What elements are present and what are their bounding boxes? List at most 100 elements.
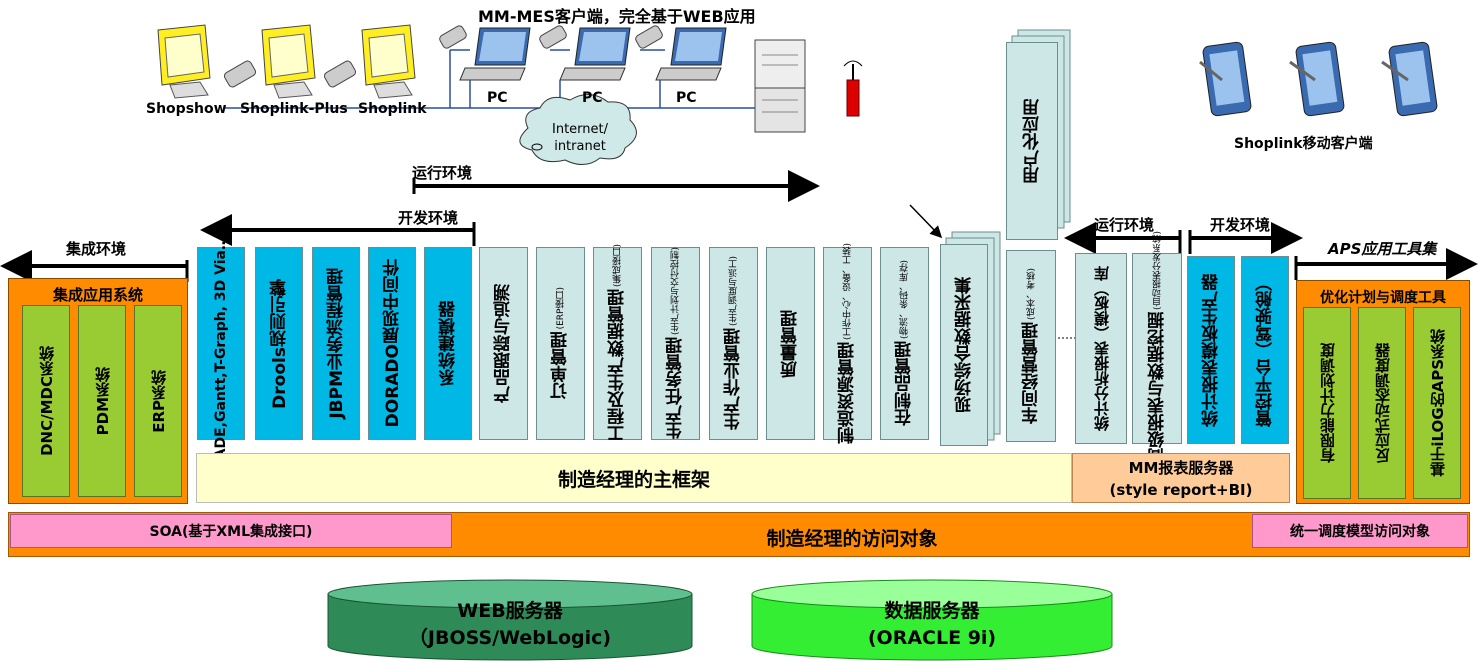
module-sublabel: (工作中心、设备、工装) [843,242,853,341]
module-sublabel: (成本、考核) [1026,267,1037,321]
dev-tool-label: JADE,Gantt,T-Graph, 3D Via…… [213,222,229,465]
unified-access-box: 统一调度模型访问对象 [1252,514,1468,548]
dev-tool-jade: JADE,Gantt,T-Graph, 3D Via…… [197,222,245,465]
shoplink-plus-label: Shoplink-Plus [240,101,348,117]
module-label: 生产任务管理 [666,337,686,440]
access-main-box: 制造经理的访问对象 [452,520,1252,554]
report-server-line2: (style report+BI) [1109,481,1253,499]
mobile-tablet-icon-3 [1381,41,1438,117]
module-label: 订单管理 [551,331,571,400]
module-field-data-collection: 现场综合数据采集 [940,244,988,446]
db-server-line1: 数据服务器 [884,600,980,622]
module-sublabel: (生产计划与交付控制) [671,247,681,336]
module-label: 统计分析报表（模板）库 [1092,266,1111,431]
client-title: MM-MES客户端，完全基于WEB应用 [478,7,756,26]
module-label: 工程及生产数据管理 [608,289,628,443]
dev-env-label: 开发环境 [398,209,459,227]
integration-item-erp: ERP系统 [134,305,182,497]
shoplink-plus-monitor-icon [223,24,316,99]
integration-item-dnc: DNC/MDC系统 [22,305,70,497]
module-label: 现场综合数据采集 [954,277,975,413]
aps-item-label: 反应式动态调度器 [1373,343,1392,463]
dev-arrow [200,214,476,246]
access-main-label: 制造经理的访问对象 [766,527,938,550]
aps-item-finite-capacity: 有限能力计划调度 [1303,307,1351,499]
module-user-app: 用户化应用 [1006,42,1058,240]
pc-label-2: PC [582,90,603,106]
shoplink-monitor-icon [323,24,416,99]
module-label: 产品跟踪与追溯 [494,284,514,403]
integration-item-label: ERP系统 [149,369,168,433]
mobile-client-label: Shoplink移动客户端 [1234,136,1373,152]
module-label: 用户化应用 [1022,98,1043,184]
dev-env-right-label: 开发环境 [1210,216,1271,234]
integration-env-label: 集成环境 [66,240,127,258]
module-sublabel: (生产调度与派工) [729,256,739,327]
runtime-right-arrow [1064,222,1182,254]
module-label: 车间经营管理 [1021,322,1042,425]
server-tower-icon [754,39,806,133]
dev-tool-jbpm: JBPM业务流程管理 [312,247,360,440]
module-label: 在制品管理 [895,341,915,427]
dev-tool-drools: Drools规则引擎 [255,247,303,440]
mobile-tablet-icon-2 [1289,41,1345,117]
runtime-arrow [412,170,820,202]
db-server-label: 数据服务器 (ORACLE 9i) [752,598,1112,652]
internet-line1: Internet/ [552,122,608,137]
unified-access-label: 统一调度模型访问对象 [1290,524,1430,540]
pc-laptop-icon-3 [635,25,727,81]
internet-label: Internet/ intranet [548,121,612,155]
module-production-operation: 生产作业管理(生产调度与派工) [709,247,758,440]
pointer-arrow [909,204,943,239]
module-resource-mgmt: 制造资源管理(工作中心、设备、工装) [823,243,872,444]
aps-title: 优化计划与调度工具 [1320,290,1446,306]
pc-laptop-icon-1 [439,25,531,81]
dev-right-arrow [1188,222,1303,254]
antenna-icon [843,60,863,117]
dev-tool-dorado: DORADO展现中间件 [368,247,416,440]
module-report-generator: 统计报表模板生产器 [1187,256,1235,444]
module-label: 生产作业管理 [724,328,744,431]
module-label: 质量管理 [781,309,801,378]
pc-label-3: PC [676,90,697,106]
web-server-cylinder [327,579,693,661]
db-server-cylinder [751,579,1113,661]
module-sublabel: (物流、条码、库存) [900,260,910,340]
dev-tool-label: 系统建模器 [438,301,459,386]
integration-item-label: DNC/MDC系统 [37,346,56,456]
aps-arrow [1294,248,1478,280]
module-order-mgmt: 订单管理(ERP接口) [536,247,585,440]
module-label: 管控平台（驾驶舱） [1255,273,1276,427]
runtime-env-right-label: 运行环境 [1094,216,1155,234]
module-product-tracking: 产品跟踪与追溯 [479,247,528,440]
aps-item-label: 有限能力计划调度 [1318,343,1337,463]
web-server-line2: （JBOSS/WebLogic) [408,627,612,649]
module-workshop-mgmt: 车间经营管理(成本、考核) [1006,250,1056,442]
db-server-line2: (ORACLE 9i) [867,627,997,649]
web-server-label: WEB服务器 （JBOSS/WebLogic) [328,598,692,652]
module-label: 统计报表模板生产器 [1201,273,1222,427]
module-engineering-data: 工程及生产数据管理(集成接口) [593,244,642,443]
aps-item-ilog: 基于iLOG的APS系统 [1413,307,1461,499]
soa-label: SOA(基于XML集成接口) [149,524,313,540]
module-advanced-report: 高级报表与数据挖掘(自动报表分发系统) [1132,231,1182,466]
module-wip-mgmt: 在制品管理(物流、条码、库存) [880,247,929,440]
module-sublabel: (ERP接口) [556,287,566,330]
cloud-icon [519,94,637,165]
main-framework-label: 制造经理的主框架 [557,468,710,491]
shopshow-monitor-icon [157,24,211,99]
main-framework-bar: 制造经理的主框架 [196,453,1072,503]
module-control-platform: 管控平台（驾驶舱） [1241,256,1289,444]
pc-laptop-icon-2 [539,25,631,81]
internet-line2: intranet [554,139,606,154]
module-sublabel: (集成接口) [613,244,623,288]
web-server-line1: WEB服务器 [457,600,563,622]
pc-label-1: PC [487,90,508,106]
dev-tool-label: JBPM业务流程管理 [326,268,347,419]
module-label: 高级报表与数据挖掘 [1147,312,1168,466]
dev-tool-label: Drools规则引擎 [269,278,290,409]
report-server-box: MM报表服务器 (style report+BI) [1072,453,1290,503]
mobile-tablet-icon-1 [1199,41,1252,117]
module-quality-mgmt: 质量管理 [766,247,815,440]
integration-item-label: PDM系统 [93,366,112,436]
